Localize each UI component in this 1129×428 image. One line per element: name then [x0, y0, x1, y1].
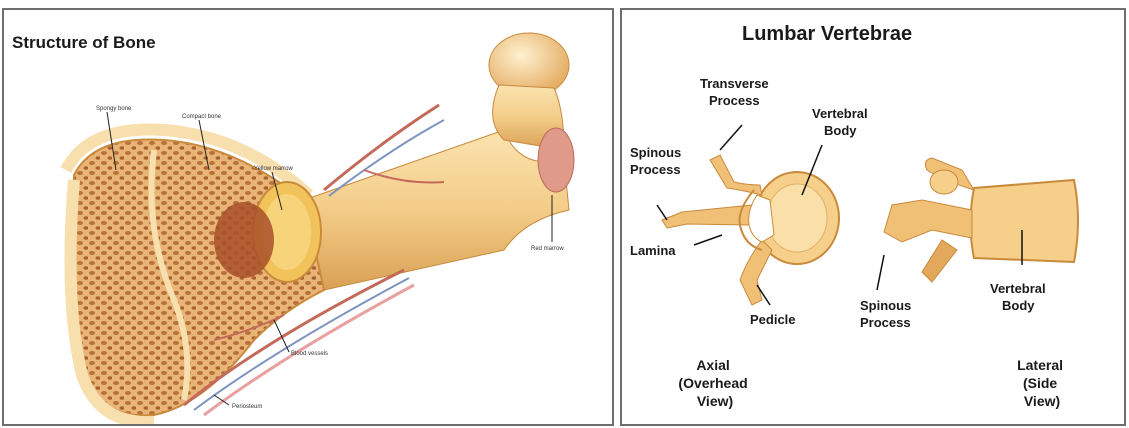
label-lamina: Lamina — [630, 243, 676, 258]
bone-structure-panel: Structure of Bone — [2, 8, 614, 426]
vertebrae-illustration: Lumbar Vertebrae — [622, 10, 1124, 424]
red-marrow-region — [538, 128, 574, 192]
lateral-vertebral-body — [971, 180, 1079, 262]
label-red-marrow: Red marrow — [531, 246, 564, 252]
label-yellow-marrow: Yellow marrow — [254, 166, 293, 172]
label-periosteum: Periosteum — [232, 404, 262, 410]
vertebrae-title: Lumbar Vertebrae — [742, 23, 912, 45]
bone-shaft — [304, 130, 569, 290]
label-pedicle: Pedicle — [750, 312, 796, 327]
caption-lateral: Lateral (Side View) — [1017, 357, 1067, 409]
bone-title: Structure of Bone — [12, 33, 156, 52]
label-spinous-process-lateral: Spinous Process — [860, 298, 915, 330]
axial-vertebra — [662, 155, 839, 305]
label-compact-bone: Compact bone — [182, 114, 222, 120]
label-vertebral-body-lateral: Vertebral Body — [990, 281, 1049, 313]
label-vertebral-body-axial: Vertebral Body — [812, 106, 871, 138]
label-transverse-process: Transverse Process — [700, 76, 772, 108]
label-blood-vessels: Blood vessels — [291, 351, 328, 357]
label-spinous-process-axial: Spinous Process — [630, 145, 685, 177]
bone-illustration: Structure of Bone — [4, 10, 612, 424]
caption-axial: Axial (Overhead View) — [678, 357, 751, 409]
lateral-vertebra — [884, 158, 1078, 282]
vertebrae-panel: Lumbar Vertebrae — [620, 8, 1126, 426]
label-spongy-bone: Spongy bone — [96, 106, 132, 112]
